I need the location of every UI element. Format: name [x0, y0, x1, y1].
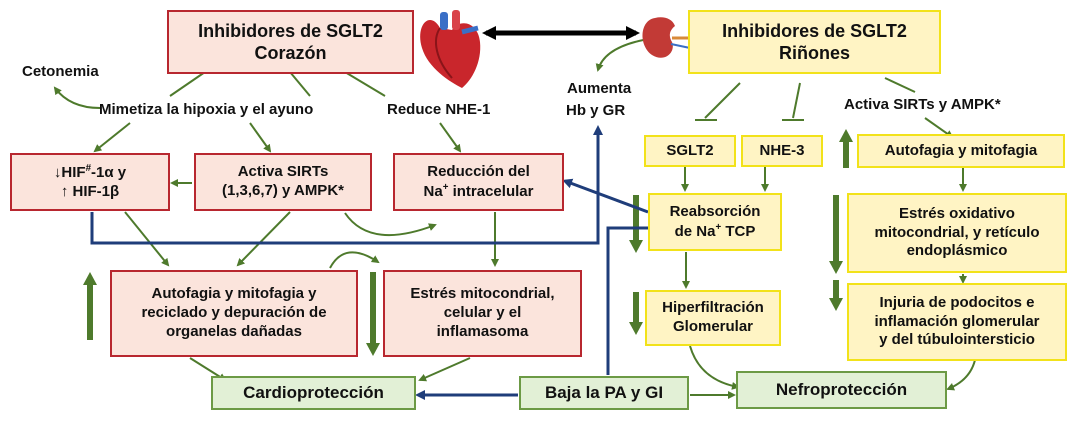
heart-sglt2-box: Inhibidores de SGLT2 Corazón	[167, 10, 414, 74]
reabsorcion-line2: de Na+ TCP	[674, 221, 756, 240]
cardioproteccion-label: Cardioprotección	[243, 383, 384, 403]
injuria-line1: Injuria de podocitos e	[879, 293, 1035, 311]
reduccion-line2: Na+ intracelular	[423, 181, 534, 200]
arrow-activa-to-autofagia-k	[924, 117, 954, 139]
aumenta-label-2: Hb y GR	[566, 102, 626, 119]
activa-line2: (1,3,6,7) y AMPK*	[222, 182, 344, 199]
hiperfiltracion-line2: Glomerular	[672, 318, 754, 335]
reduccion-line1: Reducción del	[427, 162, 530, 180]
mimetiza-label: Mimetiza la hipoxia y el ayuno	[99, 101, 314, 118]
arrow-injuria-to-nefro	[946, 359, 976, 391]
nefroproteccion-box: Nefroprotección	[736, 371, 947, 409]
estres-heart-box: Estrés mitocondrial, celular y el inflam…	[383, 270, 582, 357]
autofagia-heart-line3: organelas dañadas	[166, 322, 302, 340]
autofagia-kidney-label: Autofagia y mitofagia	[884, 141, 1038, 159]
autofagia-heart-line2: reciclado y depuración de	[141, 304, 327, 322]
reduccion-na-box: Reducción del Na+ intracelular	[393, 153, 564, 211]
arrow-to-hif	[93, 122, 131, 153]
estres-kidney-line2: mitocondrial, y retículo	[874, 223, 1040, 241]
hif-box: ↓HIF#-1α y ↑ HIF-1β	[10, 153, 170, 211]
blue-reab-to-baja	[606, 226, 648, 375]
blue-reab-to-reduccion	[562, 178, 649, 214]
arrow-to-reduccion	[439, 122, 462, 153]
injuria-line3: y del túbulointersticio	[879, 331, 1035, 349]
hiperfiltracion-box: Hiperfiltración Glomerular	[645, 290, 781, 346]
estres-kidney-line3: endoplásmico	[906, 242, 1008, 260]
aumenta-label-1: Aumenta	[567, 80, 632, 97]
arrow-autofagia-to-estres	[329, 251, 380, 269]
estres-kidney-line1: Estrés oxidativo	[899, 204, 1015, 222]
heart-box-line2: Corazón	[254, 43, 327, 63]
reabsorcion-box: Reabsorción de Na+ TCP	[648, 193, 782, 251]
arrow-cetonemia	[53, 86, 101, 109]
hiperfiltracion-line1: Hiperfiltración	[662, 299, 764, 317]
reduce-nhe1-label: Reduce NHE-1	[387, 101, 491, 118]
injuria-line2: inflamación glomerular	[874, 312, 1040, 330]
arrow-hiper-to-nefro	[689, 345, 740, 390]
inhibit-nhe3	[792, 82, 801, 119]
estres-heart-line1: Estrés mitocondrial,	[410, 285, 555, 303]
kidney-box-line1: Inhibidores de SGLT2	[722, 20, 907, 41]
cetonemia-label: Cetonemia	[22, 63, 99, 80]
hif-line1: ↓HIF#-1α y	[53, 162, 127, 181]
baja-pa-label: Baja la PA y GI	[544, 383, 664, 403]
nefroproteccion-label: Nefroprotección	[775, 380, 908, 400]
arrow-estres-to-cardio	[418, 357, 471, 382]
arrow-activa-to-autofagia	[236, 211, 291, 267]
arrow-heart-mimetiza2	[289, 71, 311, 97]
blue-loop-hif-to-aumenta	[90, 125, 603, 245]
injuria-box: Injuria de podocitos e inflamación glome…	[847, 283, 1067, 361]
arrow-hif-to-autofagia	[124, 211, 170, 267]
reabsorcion-line1: Reabsorción	[669, 202, 761, 220]
autofagia-heart-line1: Autofagia y mitofagia y	[151, 285, 317, 303]
cardioproteccion-box: Cardioprotección	[211, 376, 416, 410]
sglt2-box: SGLT2	[644, 135, 736, 167]
kidney-box-line2: Riñones	[778, 43, 850, 63]
inhibit-sglt2	[704, 82, 741, 119]
arrow-kidney-to-activa	[884, 77, 916, 93]
estres-heart-line3: inflamasoma	[436, 322, 529, 340]
nhe3-label: NHE-3	[759, 141, 805, 159]
heart-box-line1: Inhibidores de SGLT2	[198, 20, 383, 41]
arrow-heart-reduce	[344, 71, 386, 97]
estres-heart-line2: celular y el	[443, 304, 522, 322]
arrow-to-activa	[249, 122, 272, 153]
activa-sirts-kidney-label: Activa SIRTs y AMPK*	[844, 96, 1001, 113]
hif-line2: ↑ HIF-1β	[60, 182, 120, 200]
kidney-sglt2-box: Inhibidores de SGLT2 Riñones	[688, 10, 941, 74]
autofagia-heart-box: Autofagia y mitofagia y reciclado y depu…	[110, 270, 358, 357]
autofagia-kidney-box: Autofagia y mitofagia	[857, 134, 1065, 168]
arrow-heart-mimetiza	[169, 71, 206, 97]
arrow-activa-curve-reduccion	[344, 212, 437, 236]
estres-kidney-box: Estrés oxidativo mitocondrial, y retícul…	[847, 193, 1067, 273]
baja-pa-box: Baja la PA y GI	[519, 376, 689, 410]
nhe3-box: NHE-3	[741, 135, 823, 167]
sglt2-label: SGLT2	[666, 141, 714, 159]
activa-sirts-heart-box: Activa SIRTs (1,3,6,7) y AMPK*	[194, 153, 372, 211]
activa-line1: Activa SIRTs	[237, 163, 329, 181]
